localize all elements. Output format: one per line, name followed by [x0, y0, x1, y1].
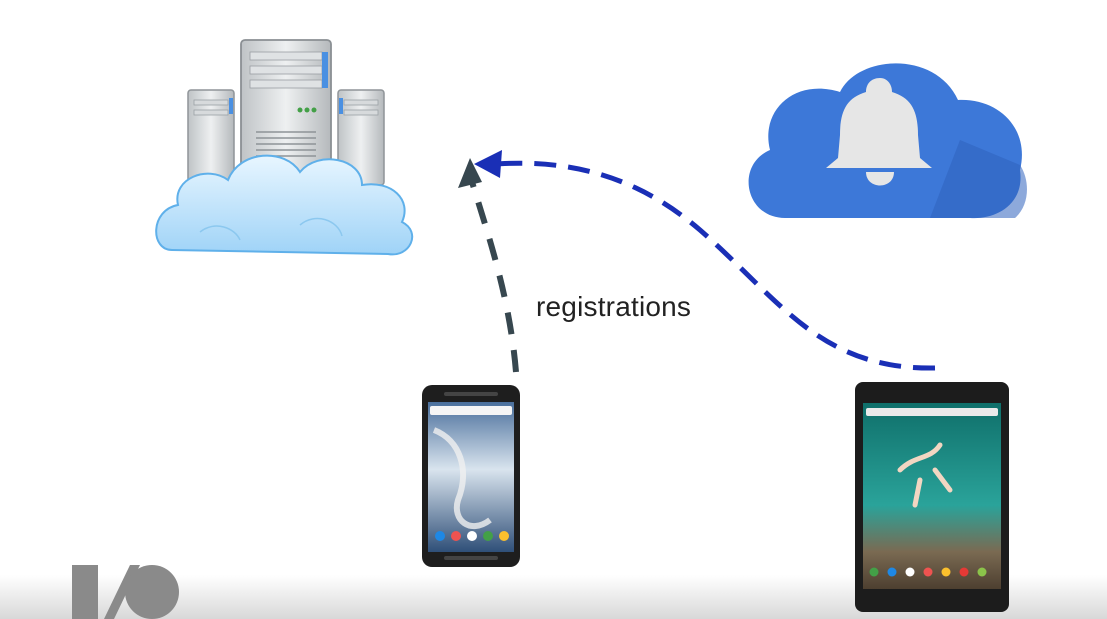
- cloud-bell-icon: [748, 63, 1027, 219]
- phone-arrowhead: [458, 158, 482, 188]
- smartphone-icon: [422, 385, 520, 567]
- tablet-icon: [855, 382, 1009, 612]
- tablet-arrowhead: [474, 150, 502, 178]
- server-cloud-icon: [155, 39, 414, 256]
- phone-registration-arrow: [469, 181, 519, 373]
- io-logo-icon: [72, 565, 179, 619]
- registrations-label: registrations: [536, 291, 692, 322]
- tablet-registration-arrow: [494, 160, 936, 371]
